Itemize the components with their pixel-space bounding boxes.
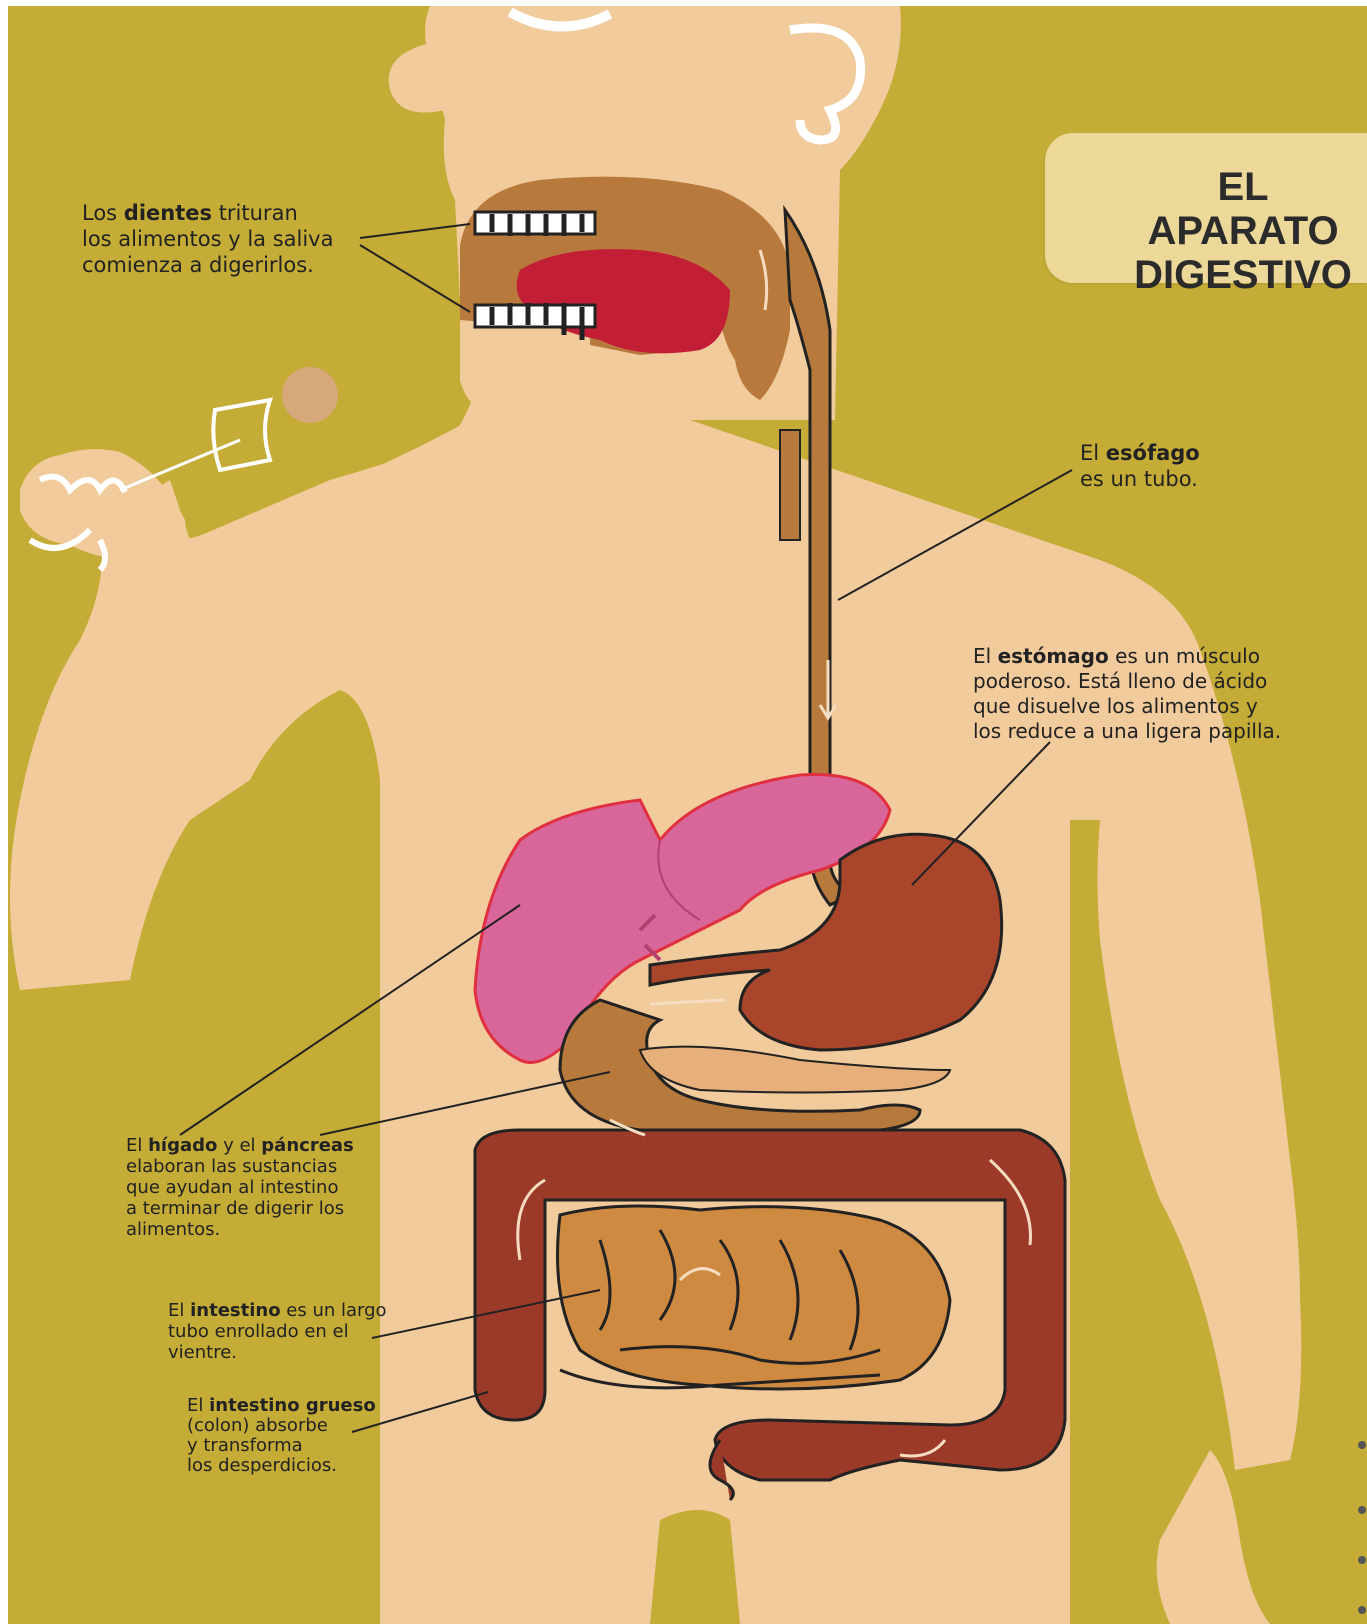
stomach-caption: El estómago es un músculo poderoso. Está… [973,644,1281,744]
intestine-caption: El intestino es un largo tubo enrollado … [168,1300,387,1363]
esophagus-caption: El esófago es un tubo. [1080,440,1200,492]
colon-caption: El intestino grueso (colon) absorbe y tr… [187,1396,376,1476]
teeth-caption: Los dientes trituran los alimentos y la … [82,200,333,278]
small-intestine-icon [558,1206,951,1389]
liver-pancreas-caption: El hígado y el páncreas elaboran las sus… [126,1135,354,1240]
